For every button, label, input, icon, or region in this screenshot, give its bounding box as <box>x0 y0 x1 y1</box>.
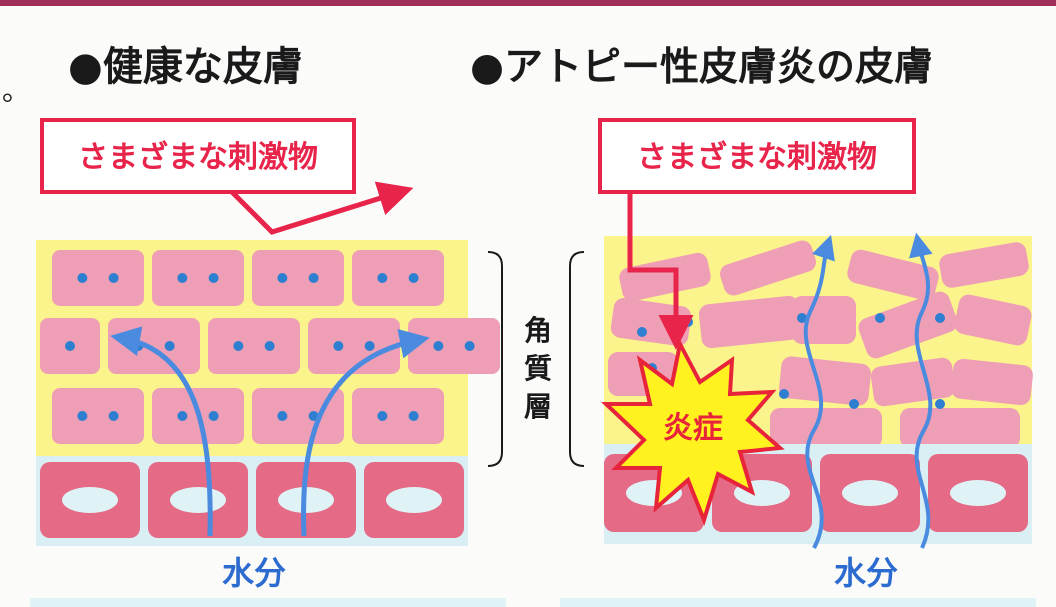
atopic-skin-panel: ●アトピー性皮膚炎の皮膚 さまざまな刺激物 炎症 水分 <box>470 45 1033 592</box>
cell-dot <box>177 411 188 421</box>
healthy-skin-panel: ●健康な皮膚 さまざまな刺激物 水分 <box>36 44 500 592</box>
corneocyte-cell <box>951 358 1033 406</box>
cell-dot <box>637 327 647 337</box>
bottom-strip-left <box>30 598 506 607</box>
cell-dot <box>464 341 475 351</box>
basal-nucleus <box>170 487 226 513</box>
corneocyte-cell <box>52 250 144 306</box>
corneocyte-cell <box>108 318 200 374</box>
cell-dot <box>233 341 244 351</box>
layer-bracket-left <box>487 251 503 467</box>
basal-nucleus <box>62 487 118 513</box>
water-arrow-left <box>110 326 213 537</box>
corneocyte-cell <box>720 240 816 296</box>
stimulus-penetrate-arrow <box>627 192 694 350</box>
stimulus-label: さまざまな刺激物 <box>78 140 318 175</box>
cell-dot <box>264 341 275 351</box>
basal-nucleus <box>950 480 1006 506</box>
cell-dot <box>875 313 885 323</box>
layer-label-char-3: 層 <box>524 390 552 423</box>
cell-dot <box>849 399 859 409</box>
cell-dot <box>408 273 419 283</box>
corneocyte-cell <box>352 250 444 306</box>
cell-dot <box>277 273 288 283</box>
corneocyte-cell <box>352 388 444 444</box>
layer-bracket-right <box>569 251 585 467</box>
corneocyte-cell <box>52 388 144 444</box>
cell-dot <box>277 411 288 421</box>
corneocyte-cell <box>308 318 400 374</box>
corneocyte-cell <box>698 295 802 349</box>
corneocyte-cell <box>619 252 711 302</box>
cell-dot <box>377 273 388 283</box>
corneocyte-cell <box>779 356 871 406</box>
cell-dot <box>433 341 444 351</box>
cell-dot <box>208 411 219 421</box>
stimulus-label-box <box>40 118 356 194</box>
cell-dot <box>377 411 388 421</box>
cell-dot <box>779 389 789 399</box>
corneocyte-cell <box>939 242 1029 288</box>
inflammation-burst <box>600 338 785 527</box>
water-escape-arrow-2 <box>909 232 933 549</box>
top-rule <box>0 0 1056 6</box>
corneocyte-cell <box>252 250 344 306</box>
left-edge-mark: 。 <box>2 74 30 107</box>
water-arrow-right <box>301 328 430 537</box>
bottom-strip-right <box>560 598 1036 607</box>
corneocyte-cell <box>954 294 1032 346</box>
cell-dot <box>935 313 945 323</box>
healthy-water-label: 水分 <box>222 554 286 592</box>
cell-dot <box>797 313 807 323</box>
layer-label-char-1: 角 <box>524 314 552 347</box>
corneocyte-cell <box>847 249 939 301</box>
cell-dot <box>208 273 219 283</box>
basal-nucleus <box>386 487 442 513</box>
cell-dot <box>935 399 945 409</box>
cell-dot <box>164 341 175 351</box>
cell-dot <box>683 317 693 327</box>
cell-dot <box>333 341 344 351</box>
cell-dot <box>308 273 319 283</box>
corneocyte-cell <box>252 388 344 444</box>
healthy-skin-heading: ●健康な皮膚 <box>68 44 303 90</box>
basal-nucleus <box>842 480 898 506</box>
cell-dot <box>364 341 375 351</box>
cell-dot <box>108 411 119 421</box>
corneocyte-cell <box>858 291 958 359</box>
stimulus-deflect-arrow <box>230 181 414 235</box>
corneocyte-cell <box>408 318 500 374</box>
cell-dot <box>408 411 419 421</box>
cell-dot <box>77 411 88 421</box>
layer-label-char-2: 質 <box>524 352 552 385</box>
cell-dot <box>177 273 188 283</box>
inflammation-label: 炎症 <box>663 411 723 446</box>
atopic-skin-heading: ●アトピー性皮膚炎の皮膚 <box>470 45 933 90</box>
cell-dot <box>77 273 88 283</box>
healthy-corneum-cells <box>40 250 500 444</box>
water-escape-arrow-1 <box>803 234 835 549</box>
corneocyte-cell <box>152 250 244 306</box>
atopic-water-label: 水分 <box>834 554 898 592</box>
atopic-stimulus-label: さまざまな刺激物 <box>637 140 877 175</box>
corneocyte-cell <box>770 408 882 448</box>
corneocyte-cell <box>792 296 856 344</box>
cell-dot <box>108 273 119 283</box>
corneocyte-cell <box>208 318 300 374</box>
atopic-stimulus-label-box <box>598 118 916 194</box>
cell-dot <box>65 341 75 351</box>
corneocyte-cell <box>870 357 956 407</box>
